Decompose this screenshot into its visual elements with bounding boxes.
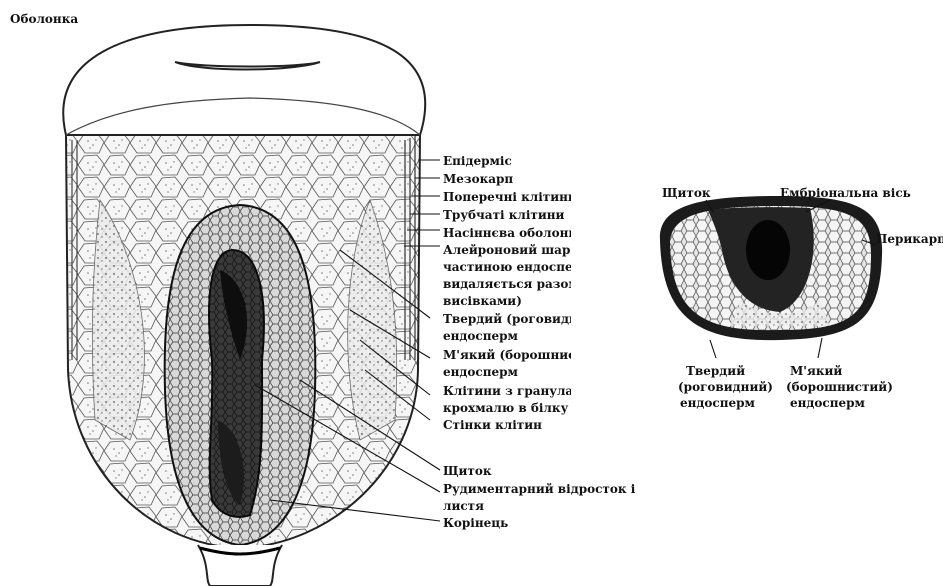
cross-label-embryo-axis: Ембріональна вісь <box>780 186 911 200</box>
label-rudimentary-shoot: Рудиментарний відросток і <box>443 482 635 496</box>
cross-label-soft-endosperm-2: (борошнистий) <box>786 380 893 394</box>
layer-hard-endosperm: Твердий (роговидний) <box>443 312 571 326</box>
layer-aleurone-line4: висівками) <box>443 294 571 308</box>
cross-label-scutellum: Щиток <box>662 186 711 200</box>
cross-label-hard-endosperm-3: ендосперм <box>680 396 755 410</box>
layer-soft-endosperm: М'який (борошнистий) <box>443 348 571 362</box>
label-radicle: Корінець <box>443 516 508 530</box>
cross-label-soft-endosperm-1: М'який <box>790 364 842 378</box>
cross-label-hard-endosperm-1: Твердий <box>686 364 745 378</box>
layer-epidermis: Епідерміс <box>443 154 603 168</box>
cross-label-pericarp: Перикарп <box>876 232 943 246</box>
shell-hull <box>63 25 425 135</box>
layer-aleurone: Алейроновий шар <box>443 243 571 257</box>
cross-label-hard-endosperm-2: (роговидний) <box>678 380 773 394</box>
layer-seed-coat: Насіннєва оболонка <box>443 226 571 240</box>
cross-label-soft-endosperm-3: ендосперм <box>790 396 865 410</box>
layer-aleurone-line3: видаляється разом з <box>443 277 571 291</box>
longitudinal-section <box>63 25 425 586</box>
layer-aleurone-line2: частиною ендосперму <box>443 260 571 274</box>
embryo-axis-cross <box>746 220 790 280</box>
layer-mesocarp: Мезокарп <box>443 172 569 186</box>
layer-soft-endosperm-line2: ендосперм <box>443 365 571 379</box>
layer-starch-cells: Клітини з гранулами <box>443 384 571 398</box>
layer-tube-cells: Трубчаті клітини <box>443 208 571 222</box>
layer-cross-cells: Поперечні клітини <box>443 190 571 204</box>
layer-hard-endosperm-line2: ендосперм <box>443 329 571 343</box>
cross-section <box>660 196 882 340</box>
shell-label: Оболонка <box>10 12 78 26</box>
layer-starch-cells-line2: крохмалю в білку <box>443 401 571 415</box>
label-scutellum: Щиток <box>443 464 492 478</box>
layer-cell-walls: Стінки клітин <box>443 418 571 432</box>
label-rudimentary-shoot-line2: листя <box>443 499 484 513</box>
